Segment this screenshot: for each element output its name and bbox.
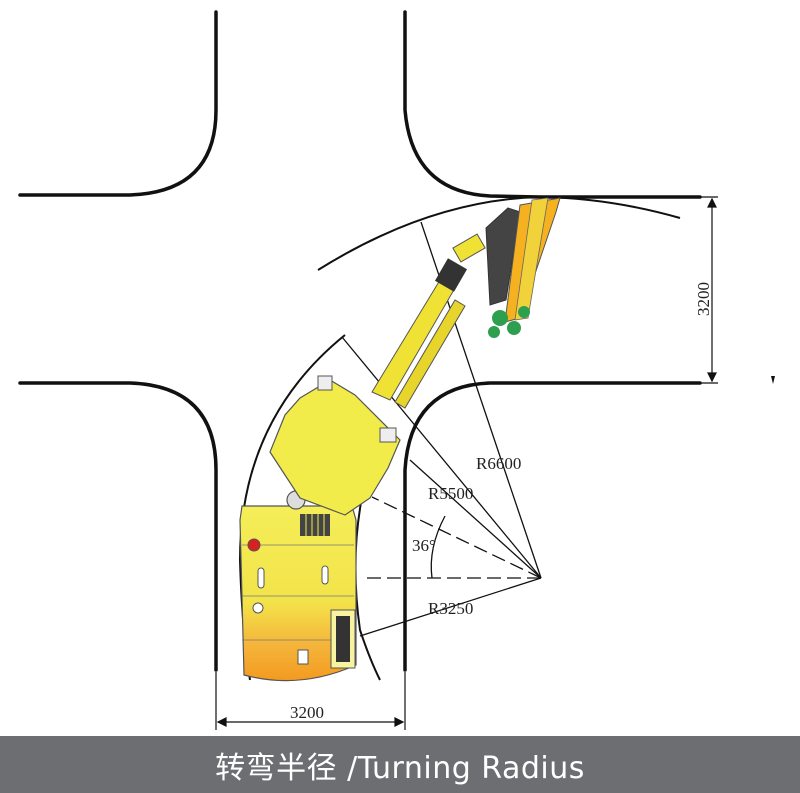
- dimension-right: [700, 196, 718, 384]
- drill-green-part: [492, 310, 508, 326]
- label-r3250: R3250: [428, 599, 473, 618]
- dimension-bottom: [215, 672, 406, 730]
- label-r6600: R6600: [476, 454, 521, 473]
- small-tick-mark: [771, 376, 775, 384]
- drill-head: [485, 197, 561, 338]
- handle-icon: [257, 567, 265, 589]
- handle-icon: [321, 565, 329, 585]
- machine-front: [269, 375, 401, 516]
- road-outline: [18, 10, 702, 672]
- label-dim-bottom: 3200: [290, 703, 324, 722]
- caption-title: 转弯半径 /Turning Radius: [215, 750, 585, 786]
- diagram-canvas: R6600 R5500 36° R3250 3200 3200: [18, 10, 775, 730]
- red-light-icon: [247, 538, 261, 552]
- small-box: [297, 649, 309, 665]
- drill-boom: [371, 233, 486, 409]
- machine-chassis: [239, 505, 357, 682]
- boom-cylinder: [434, 258, 468, 292]
- caption-bar: 转弯半径 /Turning Radius: [0, 736, 800, 793]
- label-r5500: R5500: [428, 484, 473, 503]
- label-dim-right: 3200: [694, 282, 713, 316]
- label-angle: 36°: [412, 536, 436, 555]
- radiator-grille: [300, 514, 330, 536]
